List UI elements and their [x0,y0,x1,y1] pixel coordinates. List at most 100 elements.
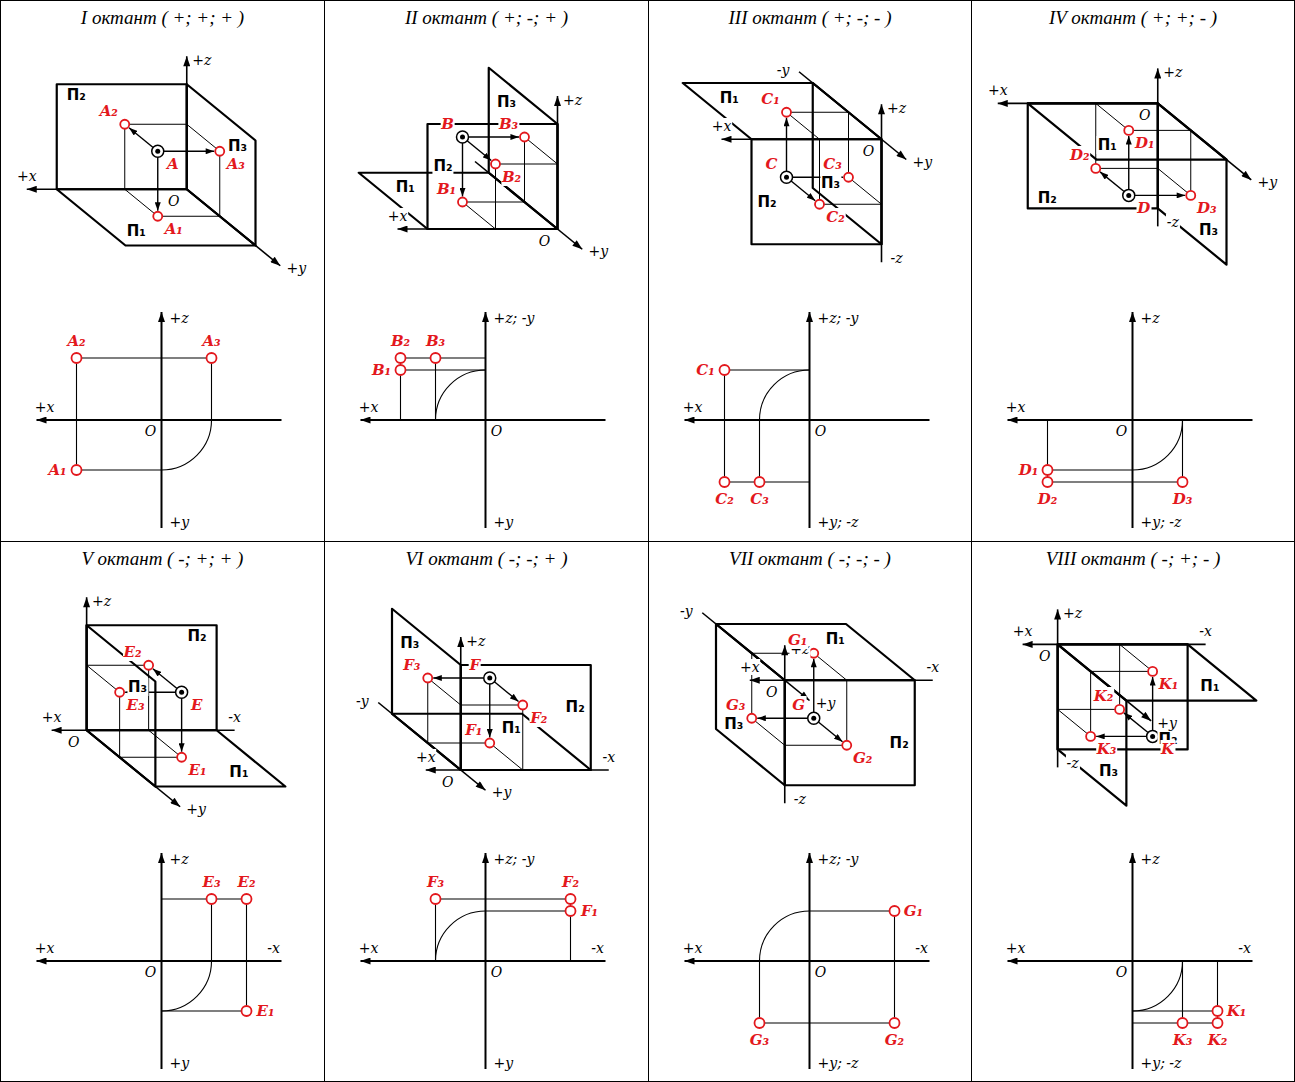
point-label: F₃ [402,656,421,674]
projecting-ray [489,684,490,738]
epure-axis [37,960,282,962]
axis-label: -y [776,62,791,78]
link-line [759,961,760,1023]
projection-line [524,137,525,202]
axis-label: O [490,423,503,439]
point-label: E₁ [255,1002,275,1020]
point-label: G₃ [725,696,746,714]
axis-label: +y [587,243,609,259]
projection-point [1148,667,1157,676]
projection-point [566,906,576,916]
point-label: G [791,696,806,714]
plane-label: П₃ [723,715,744,733]
projection-line [1119,644,1120,709]
point-label: A₂ [66,332,86,350]
projection-line [846,680,847,745]
octant-epure [1008,312,1253,528]
projection-plane [1158,103,1227,264]
space-point [176,686,188,698]
axis-label: +z [465,633,486,649]
projection-plane [785,680,915,785]
projection-line [820,204,882,205]
projection-point [242,1006,252,1016]
point-label: F₂ [561,873,580,891]
projection-plane [1058,644,1188,749]
coordinate-axis [722,138,882,140]
projecting-ray [1128,136,1129,190]
projection-plane [1058,644,1127,805]
link-line [211,358,212,420]
projecting-ray [791,181,815,201]
octant-cell: VIII октант ( -; +; - ) [971,541,1295,1082]
projection-plane [87,625,156,786]
point-label: D₁ [1134,134,1156,152]
projection-plane [1028,103,1227,159]
projecting-ray [181,698,182,752]
axis-label: +z; -y [817,851,860,867]
octant-epure [1008,853,1253,1069]
projection-plane [1058,644,1257,700]
projecting-ray [164,151,215,152]
epure-axis [1132,853,1134,1069]
octant-title: VII октант ( -; -; - ) [649,548,971,570]
axis-label: O [814,423,827,439]
point-label: F₁ [580,902,599,920]
octant-cell: V октант ( -; +; + ) [0,541,325,1082]
epure-axis [1008,419,1253,421]
axis-label: +y [493,514,515,530]
plane-label: П₁ [126,222,147,240]
space-point-dot [784,175,789,180]
projection-line [461,705,523,706]
projection-point [485,739,494,748]
octant-title: II октант ( +; -; + ) [325,7,648,29]
point-label: F [468,656,481,674]
plane-label: П₁ [1199,677,1220,695]
point-label: A₂ [99,102,119,120]
point-label: G₁ [787,631,808,649]
epure-axis [361,960,606,962]
point-label: G₂ [852,749,873,767]
epure-axis [685,960,930,962]
octant-3d-view [359,68,583,250]
constant-arc [1133,420,1183,470]
projection-line [149,730,182,757]
projection-point [1091,164,1100,173]
projection-line [1091,671,1153,672]
axis-label: +z [1162,64,1183,80]
point-label: C₂ [714,490,735,508]
coordinate-axis [799,72,906,160]
projection-point [782,108,791,117]
axis-label: O [538,233,551,249]
axis-label: +z [1062,605,1083,621]
projection-point [120,120,129,129]
plane-label: П₁ [395,178,416,196]
axis-label: +y; -z [817,1055,860,1071]
axis-label: -x [1237,940,1252,956]
point-label: B [440,115,455,133]
projection-point [423,674,432,683]
projection-line [819,139,820,204]
axis-label: -x [914,940,929,956]
axis-label: -x [925,659,940,675]
plane-label: П₁ [1097,136,1118,154]
projection-line [1096,168,1158,169]
axis-label: O [1138,107,1151,123]
projection-line [428,678,461,705]
octant-3d-view [27,56,281,266]
link-line [211,899,212,961]
projection-point [72,465,82,475]
coordinate-axis [426,769,609,771]
projection-line [158,216,220,217]
projection-point [518,701,527,710]
projecting-ray [462,143,463,197]
epure-axis [1132,312,1134,528]
projection-line [119,692,120,757]
projection-plane [683,83,882,139]
projection-point [396,365,406,375]
projection-plane [57,84,187,189]
axis-label: -x [601,749,616,765]
coordinate-axis [87,730,181,807]
coordinate-axis [998,103,1158,105]
projection-line [1158,168,1191,195]
axis-label: +x [358,399,380,415]
